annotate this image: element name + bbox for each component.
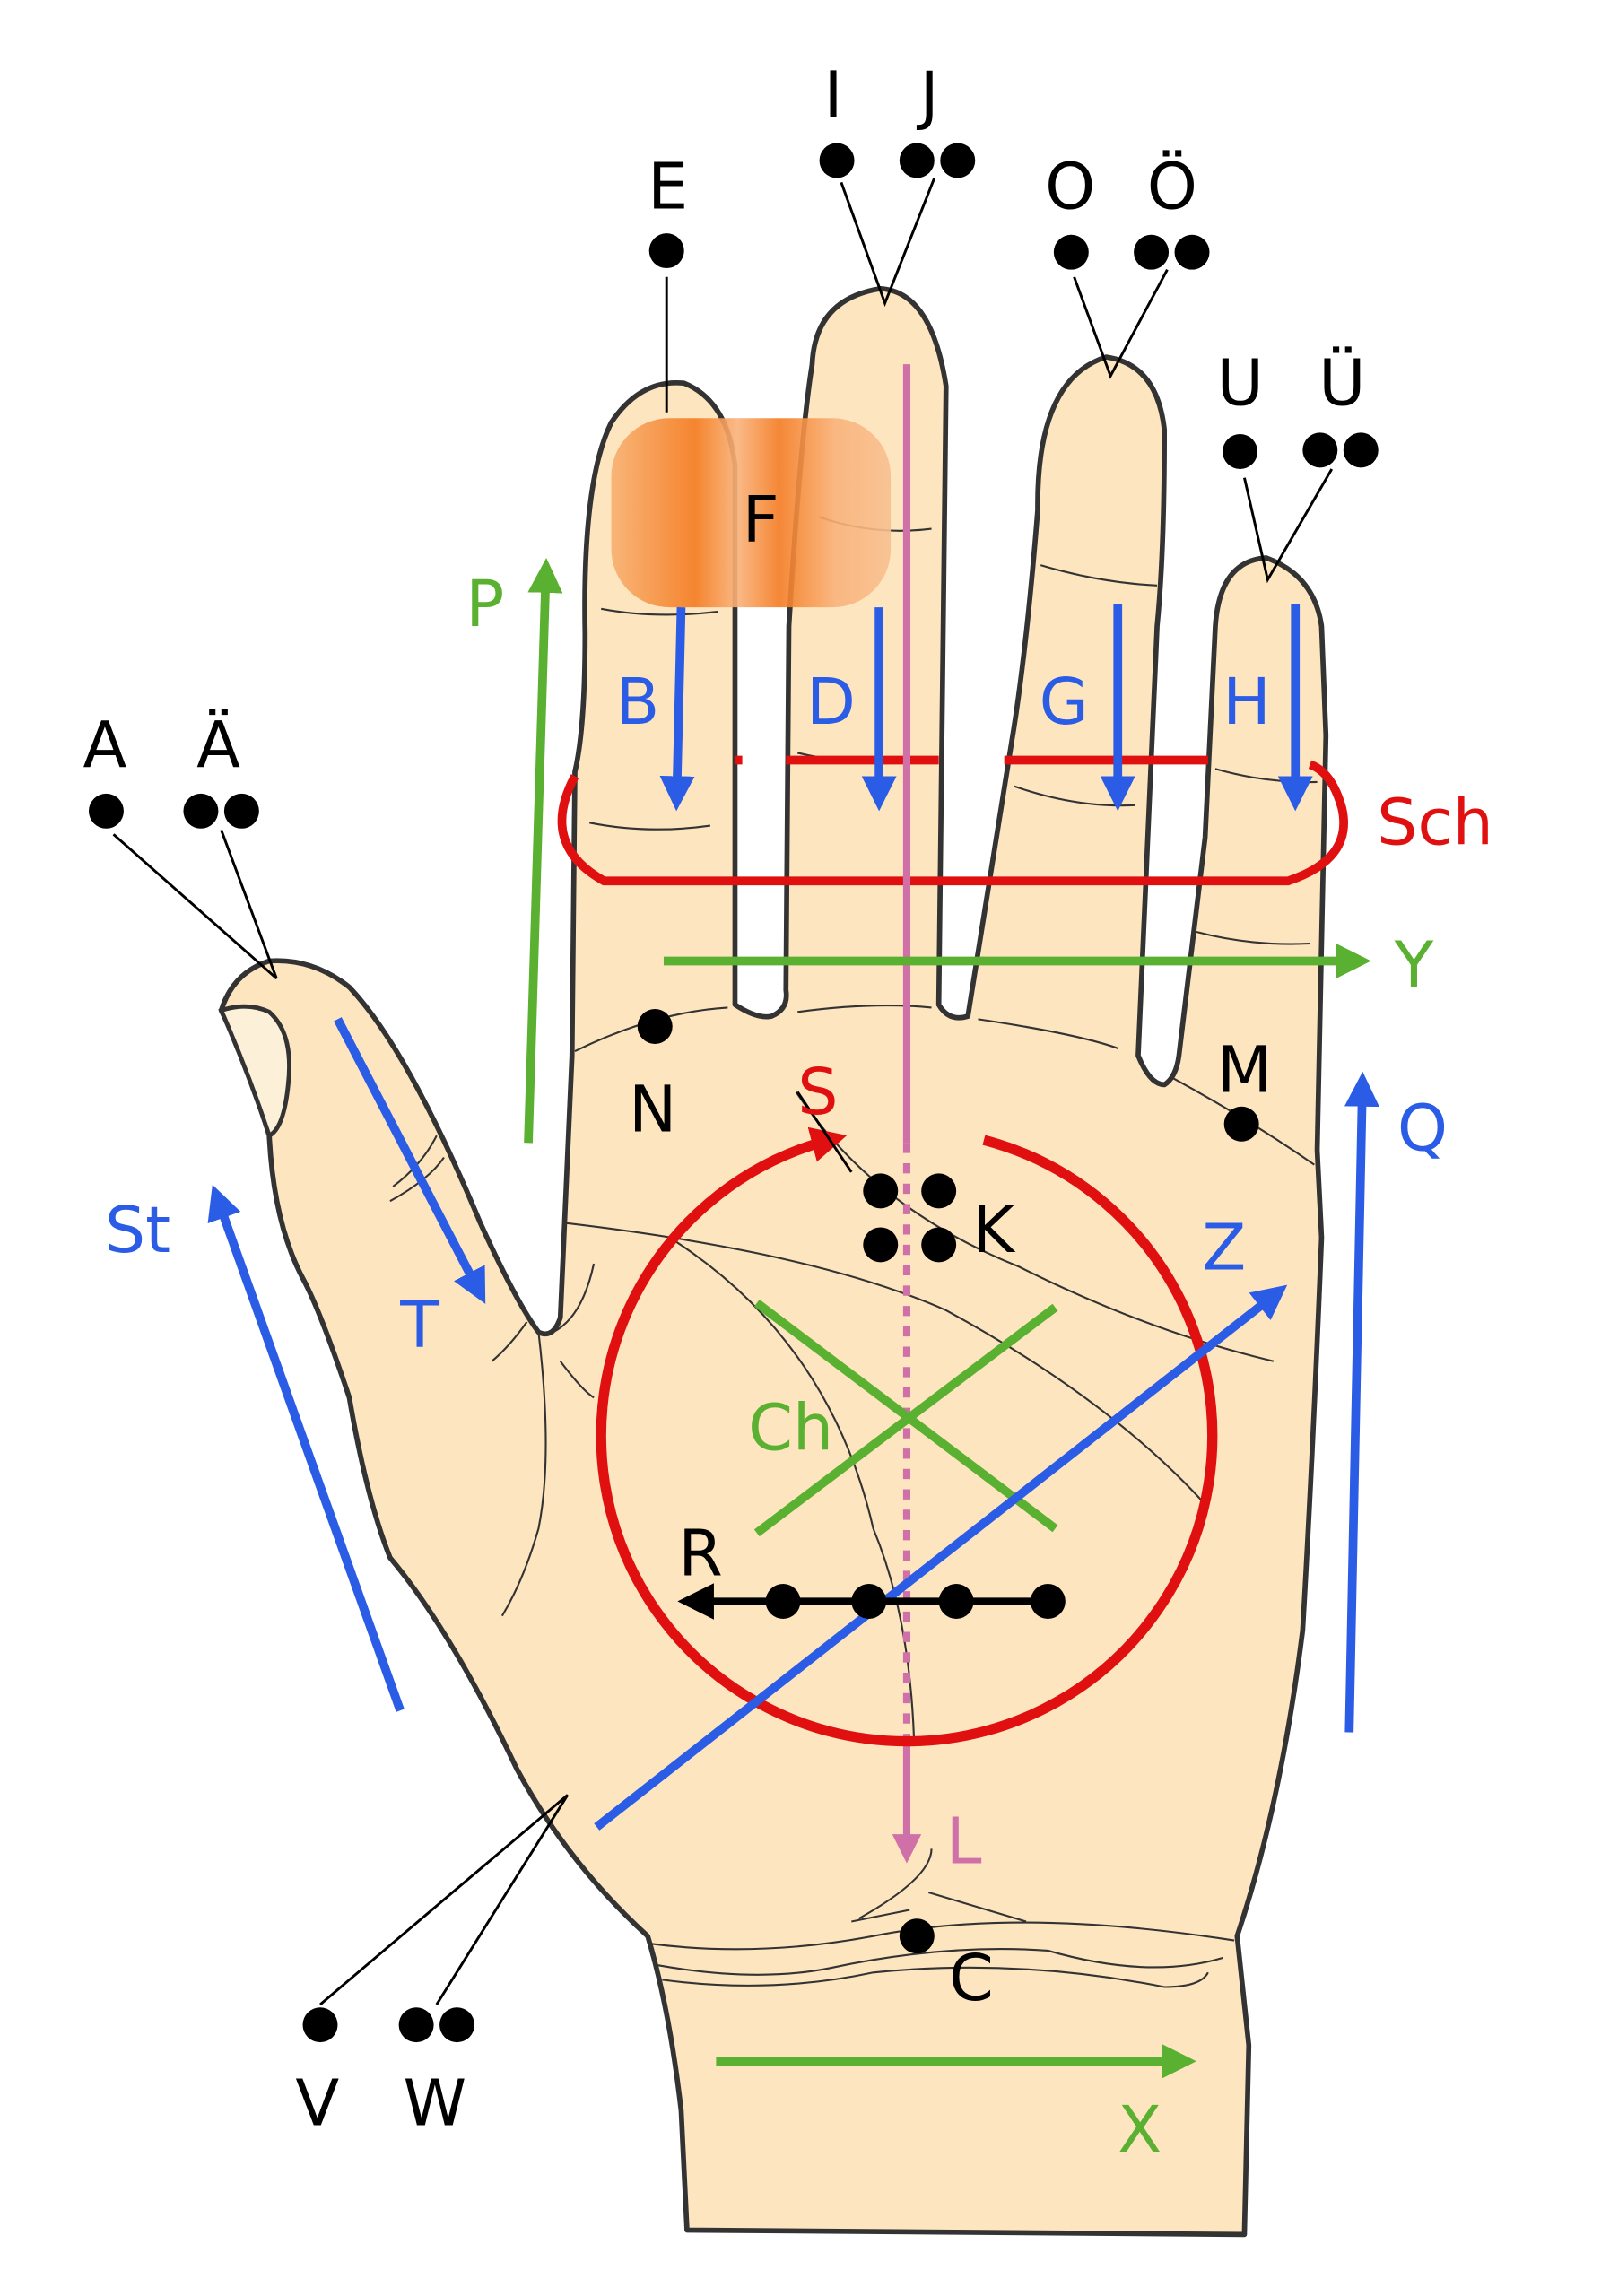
pointer-lines (112, 177, 1334, 2006)
label-r: R (678, 1516, 723, 1590)
label-t: T (399, 1288, 439, 1362)
label-m: M (1217, 1033, 1273, 1108)
label-l: L (946, 1805, 982, 1879)
label-h: H (1223, 665, 1271, 739)
label-n: N (629, 1072, 676, 1146)
z-arrow (594, 1284, 1288, 1831)
label-o: O (1045, 150, 1095, 224)
ch-line-2 (753, 1303, 1058, 1537)
label-ae: Ä (196, 709, 240, 783)
thumbnail (218, 1004, 291, 1139)
label-b: B (615, 665, 659, 739)
label-v: V (295, 2066, 339, 2141)
label-k: K (972, 1193, 1016, 1267)
label-a: A (83, 709, 126, 783)
b-arrow (659, 607, 695, 812)
label-g: G (1040, 665, 1089, 739)
label-c: C (949, 1941, 994, 2015)
label-d: D (806, 665, 856, 739)
label-z: Z (1202, 1210, 1246, 1284)
label-oe: Ö (1147, 150, 1197, 224)
label-j: J (917, 57, 939, 132)
label-x: X (1118, 2092, 1162, 2167)
label-w: W (403, 2066, 466, 2141)
label-p: P (466, 567, 504, 641)
dots (88, 143, 1379, 2043)
sch-loop (557, 755, 1348, 886)
label-q: Q (1397, 1091, 1448, 1165)
q-arrow (1344, 1071, 1379, 1733)
label-ue: Ü (1318, 346, 1365, 421)
label-st: St (105, 1193, 170, 1267)
st-arrow (207, 1184, 405, 1712)
label-f: F (743, 483, 779, 557)
label-s: S (797, 1055, 838, 1129)
label-sch: Sch (1377, 786, 1493, 860)
s-circle-arrow (596, 1126, 1218, 1747)
p-arrow (524, 557, 563, 1144)
f-tap-zone (611, 418, 892, 608)
label-i: I (823, 57, 842, 132)
hand-outline (218, 285, 1329, 2238)
label-e: E (648, 150, 688, 224)
label-u: U (1217, 346, 1264, 421)
label-ch: Ch (748, 1391, 833, 1465)
label-y: Y (1394, 928, 1434, 1003)
t-arrow (334, 1017, 486, 1304)
